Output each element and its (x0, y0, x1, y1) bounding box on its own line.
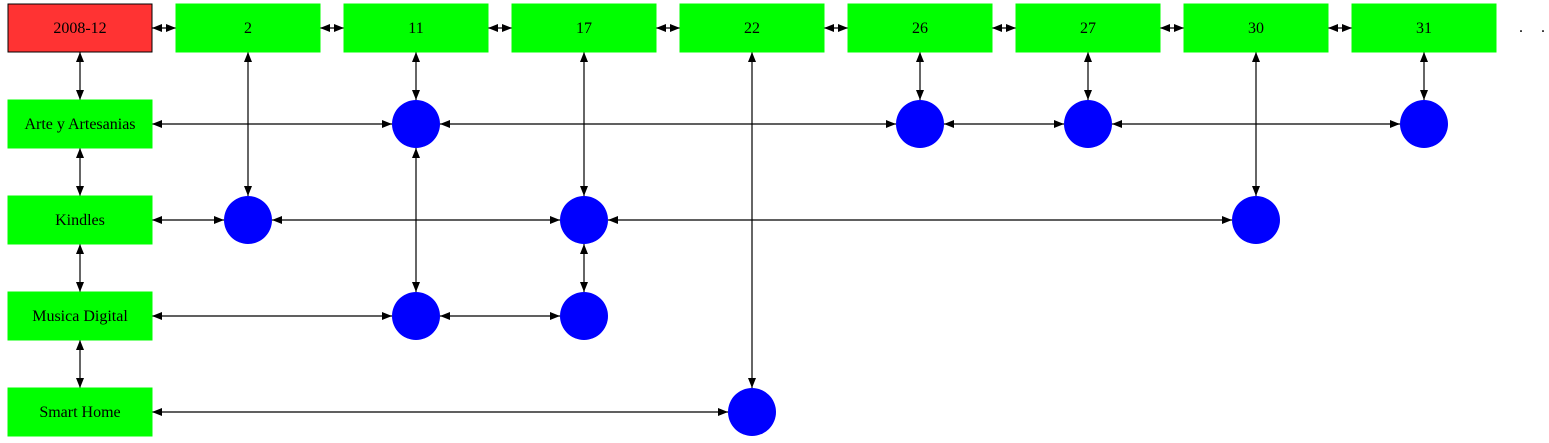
day-node-17: 17 (511, 3, 657, 53)
day-node-31: 31 (1351, 3, 1497, 53)
dot-2-kindles (224, 196, 272, 244)
ellipsis: . (1519, 19, 1523, 36)
day-node-22-label: 22 (744, 20, 760, 37)
day-node-22-box (679, 3, 825, 53)
day-node-31-box (1351, 3, 1497, 53)
day-node-30: 30 (1183, 3, 1329, 53)
ellipsis: . (1541, 19, 1545, 36)
day-node-27-label: 27 (1080, 20, 1096, 37)
day-node-22: 22 (679, 3, 825, 53)
day-node-2: 2 (175, 3, 321, 53)
dot-26-arte-y-artesanias (896, 100, 944, 148)
dot-17-kindles (560, 196, 608, 244)
day-node-31-label: 31 (1416, 20, 1432, 37)
category-node-smart-home-label: Smart Home (39, 404, 120, 421)
edges (76, 24, 1428, 416)
day-node-2-label: 2 (244, 20, 252, 37)
category-node-arte-y-artesanias-label: Arte y Artesanias (24, 116, 135, 133)
category-node-kindles: Kindles (7, 195, 153, 245)
category-node-kindles-label: Kindles (55, 212, 105, 229)
day-node-2-box (175, 3, 321, 53)
category-node-musica-digital-box (7, 291, 153, 341)
month-node: 2008-12 (7, 3, 153, 53)
day-node-27-box (1015, 3, 1161, 53)
dot-27-arte-y-artesanias (1064, 100, 1112, 148)
day-node-11: 11 (343, 3, 489, 53)
day-node-26-label: 26 (912, 20, 928, 37)
day-node-27: 27 (1015, 3, 1161, 53)
category-node-musica-digital: Musica Digital (7, 291, 153, 341)
day-node-30-label: 30 (1248, 20, 1264, 37)
category-node-smart-home-box (7, 387, 153, 437)
category-node-musica-digital-label: Musica Digital (32, 308, 128, 325)
day-node-11-box (343, 3, 489, 53)
day-node-30-box (1183, 3, 1329, 53)
dot-17-musica-digital (560, 292, 608, 340)
category-node-arte-y-artesanias-box (7, 99, 153, 149)
day-node-11-label: 11 (408, 20, 423, 37)
category-node-kindles-box (7, 195, 153, 245)
day-node-17-label: 17 (576, 20, 592, 37)
dot-22-smart-home (728, 388, 776, 436)
month-node-box (7, 3, 153, 53)
month-node-label: 2008-12 (53, 20, 106, 37)
dot-11-arte-y-artesanias (392, 100, 440, 148)
category-node-smart-home: Smart Home (7, 387, 153, 437)
day-node-26: 26 (847, 3, 993, 53)
dot-11-musica-digital (392, 292, 440, 340)
dot-30-kindles (1232, 196, 1280, 244)
day-node-17-box (511, 3, 657, 53)
category-node-arte-y-artesanias: Arte y Artesanias (7, 99, 153, 149)
day-node-26-box (847, 3, 993, 53)
dot-31-arte-y-artesanias (1400, 100, 1448, 148)
